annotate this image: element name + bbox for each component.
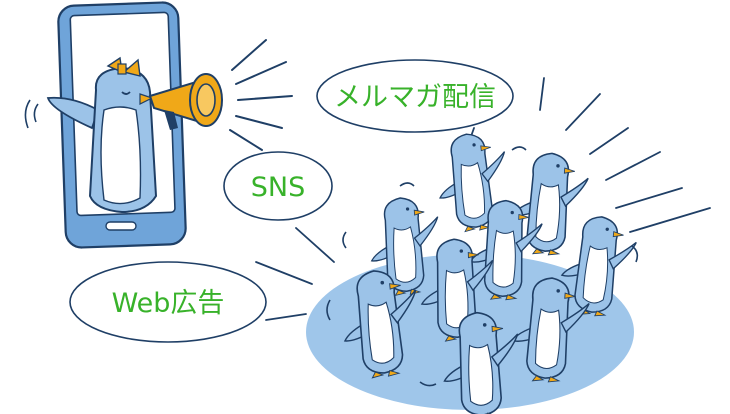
megaphone-icon xyxy=(24,39,293,151)
speed-lines xyxy=(255,77,711,321)
bubble-sns: SNS xyxy=(223,151,333,221)
announcer-penguin xyxy=(46,56,158,214)
bubble-label-mailmag: メルマガ配信 xyxy=(334,82,496,113)
bubble-label-webad: Web広告 xyxy=(112,288,225,319)
bubble-label-sns: SNS xyxy=(251,172,305,203)
bubble-mailmag: メルマガ配信 xyxy=(316,59,514,133)
crowd-motion-marks xyxy=(326,146,639,387)
bubble-webad: Web広告 xyxy=(69,261,267,343)
